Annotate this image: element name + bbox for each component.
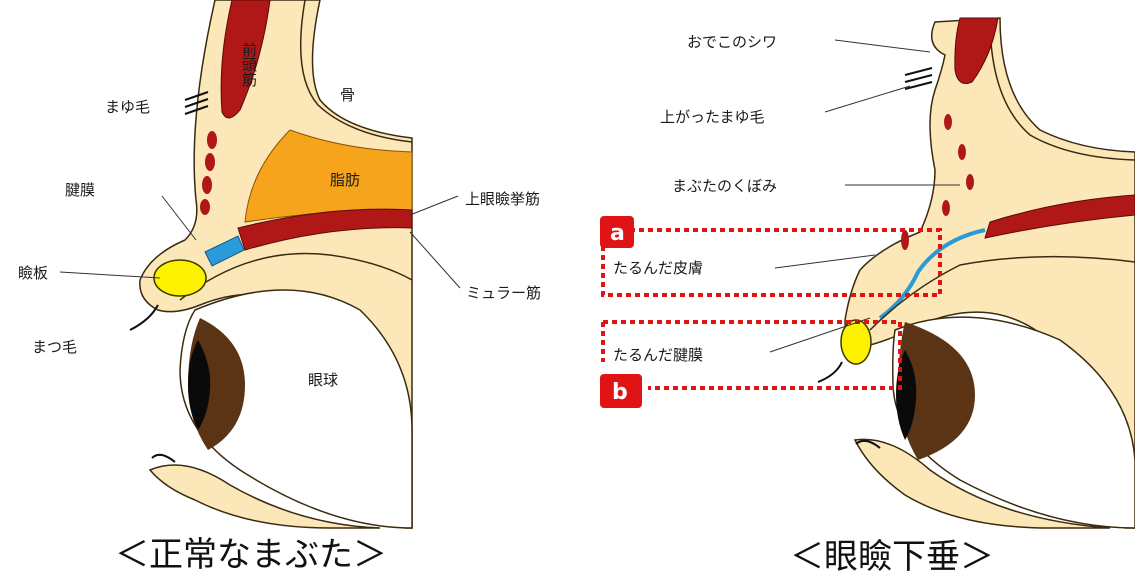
normal-lower-eyelash [152, 455, 175, 462]
label-aponeurosis: 腱膜 [65, 181, 95, 199]
badge-b-letter: b [612, 380, 628, 405]
normal-eyelash [130, 305, 158, 330]
badge-a: a [600, 216, 634, 248]
ptosis-eyelash [818, 362, 842, 382]
normal-tarsus [154, 260, 206, 296]
label-eyeball: 眼球 [308, 371, 338, 389]
leader-levator [410, 196, 458, 215]
leader-sagging-skin [775, 255, 875, 268]
caption-normal: ＜正常なまぶた＞ [115, 535, 387, 575]
badge-a-letter: a [610, 221, 625, 246]
leader-muller [410, 232, 460, 288]
label-levator: 上眼瞼挙筋 [465, 190, 540, 208]
label-hollow: まぶたのくぼみ [672, 177, 777, 195]
leader-raised-eyebrow [825, 86, 910, 112]
label-sagging-aponeurosis: たるんだ腱膜 [613, 346, 703, 364]
label-bone: 骨 [340, 86, 355, 104]
label-tarsus: 瞼板 [18, 264, 48, 282]
normal-eyelid-panel: 前頭筋 まゆ毛 骨 脂肪 腱膜 上眼瞼挙筋 瞼板 ミュラー筋 まつ毛 眼球 ＜正… [18, 0, 541, 575]
ptosis-eyelid-panel: a b おでこのシワ 上がったまゆ毛 まぶたのくぼみ たるんだ皮膚 たるんだ腱膜… [600, 18, 1135, 576]
label-eyebrow: まゆ毛 [105, 98, 150, 116]
label-muller: ミュラー筋 [466, 284, 541, 302]
leader-aponeurosis [162, 196, 196, 240]
label-raised-eyebrow: 上がったまゆ毛 [660, 108, 765, 126]
caption-ptosis: ＜眼瞼下垂＞ [790, 537, 994, 576]
label-eyelash: まつ毛 [32, 338, 77, 356]
label-frontalis: 前頭筋 [240, 42, 258, 88]
label-sagging-skin: たるんだ皮膚 [613, 259, 703, 277]
badge-b: b [600, 374, 642, 408]
label-forehead-wrinkle: おでこのシワ [687, 33, 777, 51]
leader-forehead-wrinkle [835, 40, 930, 52]
label-fat: 脂肪 [330, 171, 360, 189]
